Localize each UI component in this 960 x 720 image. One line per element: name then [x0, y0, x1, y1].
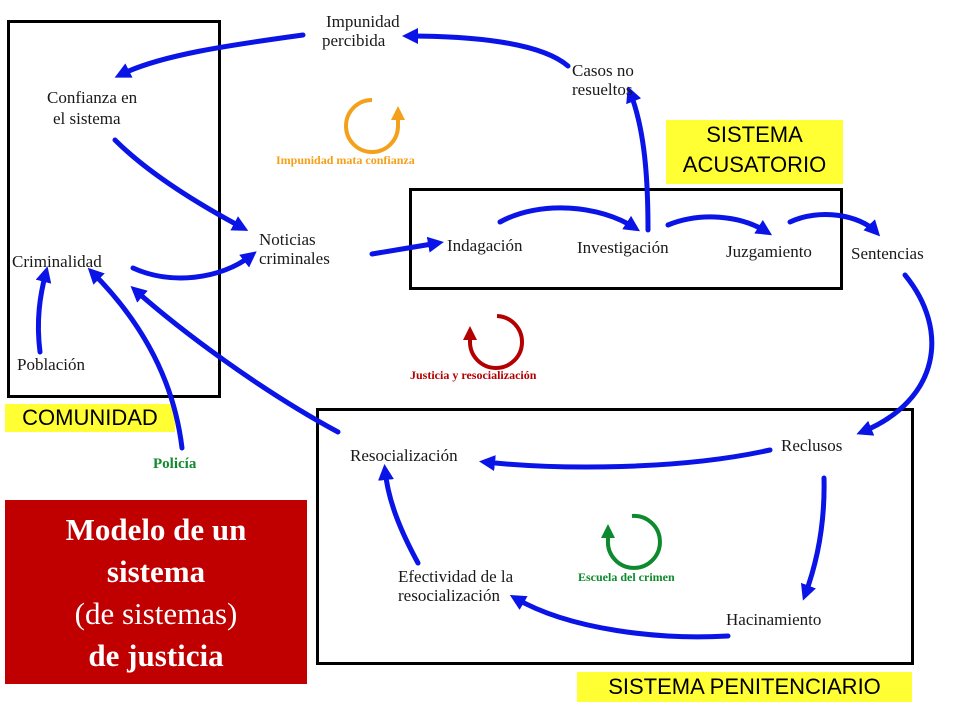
- loop-escuela-label: Escuela del crimen: [578, 570, 675, 584]
- arrow-reclusos-hacinamiento: [800, 475, 827, 601]
- loop-impunidad-label: Impunidad mata confianza: [276, 153, 415, 167]
- arrow-investigacion-casos: [626, 86, 651, 233]
- node-noticias: Noticias criminales: [259, 230, 330, 268]
- node-noticias-line1: Noticias: [259, 230, 316, 249]
- title-box: Modelo de un sistema (de sistemas) de ju…: [5, 500, 307, 684]
- arrow-reclusos-resocializacion: [479, 447, 773, 472]
- arrow-impunidad-confianza: [114, 32, 306, 78]
- title-line3: (de sistemas): [74, 596, 238, 631]
- node-casos-line2: resueltos: [572, 80, 633, 99]
- penitenciario-tag: SISTEMA PENITENCIARIO: [577, 672, 912, 702]
- node-efectividad-line1: Efectividad de la: [398, 567, 514, 586]
- title-line4: de justicia: [88, 638, 224, 673]
- comunidad-box: [7, 20, 221, 398]
- node-sentencias: Sentencias: [851, 244, 924, 263]
- arrow-casos-impunidad: [402, 28, 571, 69]
- node-efectividad: Efectividad de la resocialización: [398, 567, 513, 605]
- loop-justicia-label: Justicia y resocialización: [410, 368, 537, 382]
- node-impunidad-percibida-line2: percibida: [322, 31, 386, 50]
- title-line2: sistema: [106, 554, 206, 589]
- arrow-resocializacion-criminalidad: [130, 286, 341, 435]
- arrow-confianza-noticias: [112, 137, 249, 231]
- arrow-investigacion-juzgamiento: [665, 214, 773, 236]
- arrow-juzgamiento-sentencias: [787, 212, 881, 237]
- node-casos-no-resueltos: Casos no resueltos: [572, 61, 634, 99]
- acusatorio-tag-line1: SISTEMA: [706, 122, 803, 147]
- title-line1: Modelo de un: [65, 512, 247, 547]
- arrow-poblacion-criminalidad: [35, 266, 52, 355]
- arrow-criminalidad-noticias: [130, 251, 257, 281]
- acusatorio-box: [409, 188, 843, 290]
- node-impunidad-percibida-line1: Impunidad: [326, 12, 400, 31]
- loop-impunidad-icon: [344, 98, 405, 154]
- node-efectividad-line2: resocialización: [398, 586, 500, 605]
- acusatorio-tag: SISTEMA ACUSATORIO: [666, 120, 843, 184]
- node-juzgamiento: Juzgamiento: [726, 242, 812, 261]
- node-impunidad-percibida: Impunidad percibida: [322, 12, 400, 50]
- acusatorio-tag-line2: ACUSATORIO: [682, 152, 827, 177]
- node-hacinamiento: Hacinamiento: [726, 610, 822, 629]
- arrow-indagacion-investigacion: [497, 205, 641, 232]
- loop-justicia-icon: [463, 314, 524, 370]
- node-policia: Policía: [153, 456, 197, 472]
- node-criminalidad: Criminalidad: [12, 252, 102, 271]
- arrow-sentencias-reclusos: [856, 272, 935, 436]
- node-casos-line1: Casos no: [572, 61, 634, 80]
- comunidad-tag: COMUNIDAD: [5, 404, 175, 432]
- arrow-hacinamiento-efectividad: [509, 594, 731, 640]
- node-noticias-line2: criminales: [259, 249, 330, 268]
- arrow-efectividad-resocializacion: [378, 464, 421, 566]
- node-investigacion: Investigación: [577, 238, 669, 257]
- node-resocializacion: Resocialización: [350, 446, 458, 465]
- arrow-noticias-indagacion: [369, 236, 444, 257]
- arrow-policia-criminalidad: [87, 267, 185, 451]
- node-poblacion: Población: [17, 355, 85, 374]
- penitenciario-box: [316, 408, 914, 665]
- node-reclusos: Reclusos: [781, 436, 843, 455]
- node-confianza-line1: Confianza en: [47, 88, 138, 107]
- loop-escuela-icon: [601, 513, 662, 570]
- node-confianza-line2: el sistema: [53, 109, 121, 128]
- node-confianza: Confianza en el sistema: [47, 88, 137, 128]
- node-indagacion: Indagación: [447, 236, 523, 255]
